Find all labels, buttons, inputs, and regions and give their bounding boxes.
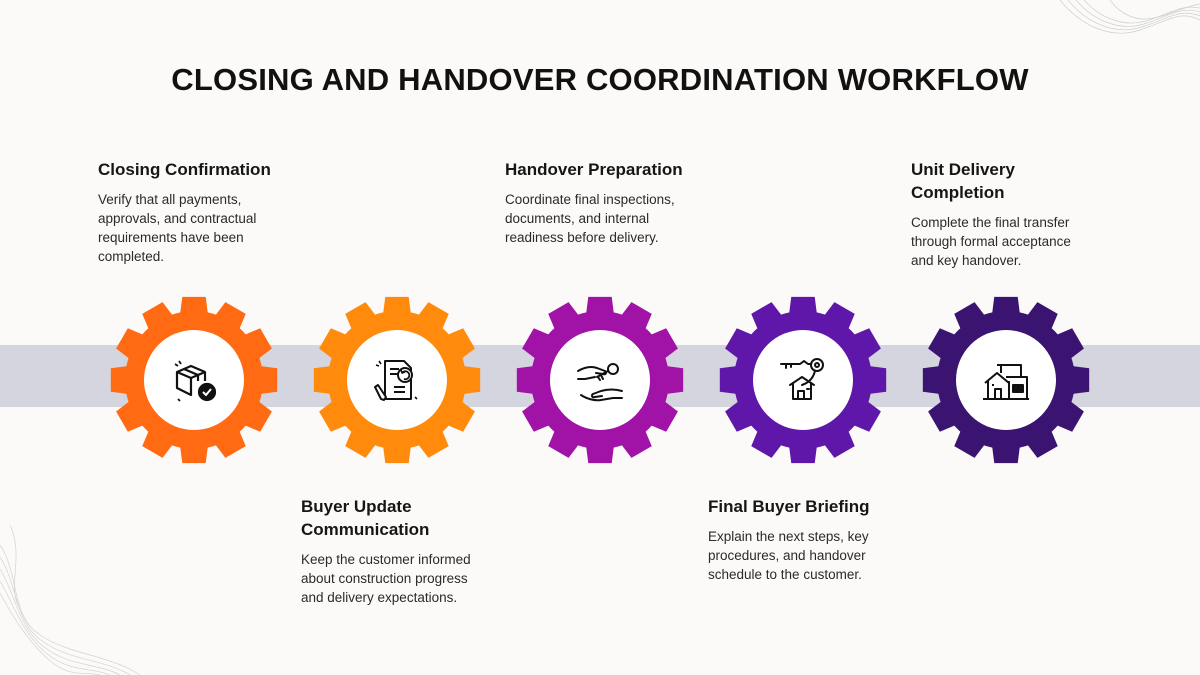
page-title: CLOSING AND HANDOVER COORDINATION WORKFL… [171, 62, 1029, 97]
step-closing-confirmation: Closing Confirmation Verify that all pay… [98, 158, 288, 266]
house-icon [983, 364, 1029, 400]
gear-step-4 [717, 294, 889, 466]
icon-disc [347, 330, 447, 430]
step-description: Explain the next steps, key procedures, … [708, 529, 869, 582]
step-heading: Handover Preparation [505, 160, 683, 179]
icon-disc [550, 330, 650, 430]
step-description: Coordinate final inspections, documents,… [505, 192, 675, 245]
step-heading: Buyer Update Communication [301, 497, 430, 539]
step-heading: Closing Confirmation [98, 160, 271, 179]
icon-disc [956, 330, 1056, 430]
gear-step-1 [108, 294, 280, 466]
key-handover-icon [577, 363, 623, 402]
step-heading: Unit Delivery Completion [911, 160, 1015, 202]
step-unit-delivery-completion: Unit Delivery Completion Complete the fi… [911, 158, 1091, 270]
icon-disc [144, 330, 244, 430]
decorative-lines-top-right [1059, 0, 1200, 34]
house-key-icon [780, 358, 824, 400]
document-refresh-icon [374, 360, 418, 401]
gear-step-3 [514, 294, 686, 466]
decorative-lines-bottom-left [0, 525, 140, 675]
step-description: Complete the final transfer through form… [911, 215, 1071, 268]
step-buyer-update-communication: Buyer Update Communication Keep the cust… [301, 495, 486, 607]
package-check-icon [174, 360, 217, 402]
gear-step-5 [920, 294, 1092, 466]
step-final-buyer-briefing: Final Buyer Briefing Explain the next st… [708, 495, 898, 584]
gear-step-2 [311, 294, 483, 466]
step-description: Keep the customer informed about constru… [301, 552, 471, 605]
step-handover-preparation: Handover Preparation Coordinate final in… [505, 158, 695, 247]
step-description: Verify that all payments, approvals, and… [98, 192, 257, 264]
icon-disc [753, 330, 853, 430]
step-heading: Final Buyer Briefing [708, 497, 870, 516]
